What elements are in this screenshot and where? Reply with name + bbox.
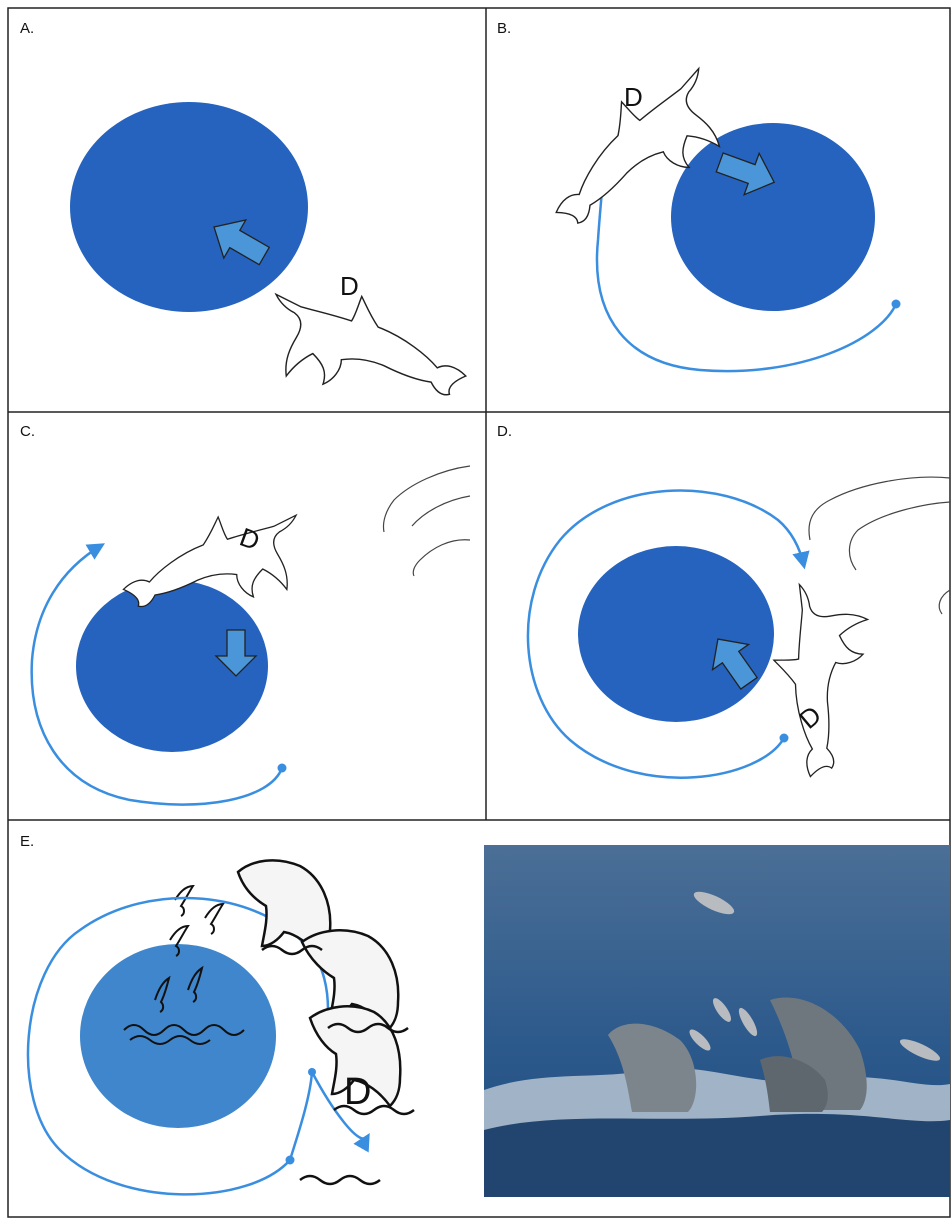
dolphin-label: D <box>624 82 643 112</box>
fish-school-circle <box>671 123 875 311</box>
photo-of-dolphins-and-fish <box>484 845 950 1197</box>
dolphin-outline <box>276 294 466 394</box>
background-dolphin-outlines <box>809 477 950 614</box>
path-mid-dot <box>308 1068 316 1076</box>
panel-c: C. D <box>20 423 470 805</box>
panel-label-b: B. <box>497 20 511 37</box>
panel-e-diagram: E. D <box>20 833 414 1194</box>
dolphin-label: D <box>344 1071 371 1113</box>
panel-label-e: E. <box>20 833 34 850</box>
panel-label-a: A. <box>20 20 34 37</box>
fish-school-circle <box>578 546 774 722</box>
panel-b: B. D <box>497 20 901 371</box>
fish-school-circle <box>70 102 308 312</box>
panel-label-d: D. <box>497 423 512 440</box>
panel-d: D. D <box>497 423 950 783</box>
panel-a: A. D <box>20 20 466 395</box>
background-dolphin-outlines <box>383 466 470 576</box>
panel-label-c: C. <box>20 423 35 440</box>
path-start-dot <box>780 734 789 743</box>
path-start-dot <box>278 764 287 773</box>
path-start-dot <box>286 1156 295 1165</box>
dolphin-label: D <box>340 271 359 301</box>
path-start-dot <box>892 300 901 309</box>
